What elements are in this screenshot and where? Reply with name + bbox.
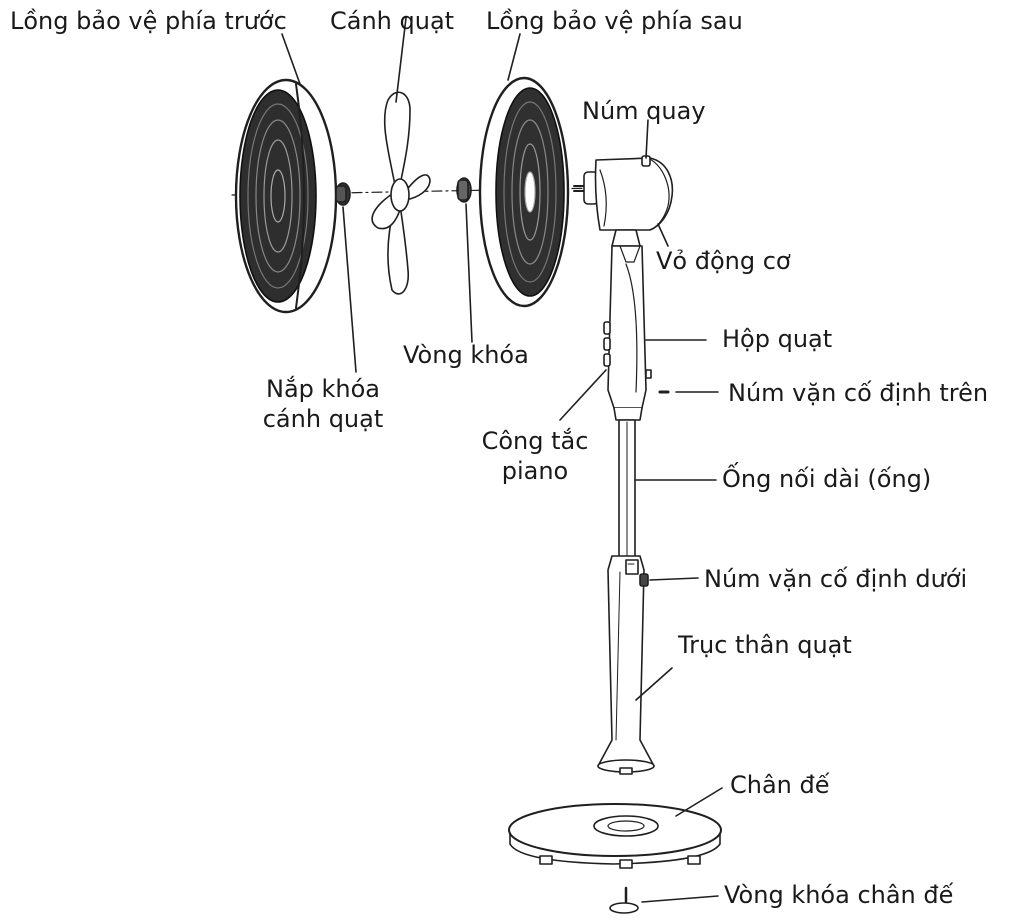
label-extension-tube: Ống nối dài (ống): [722, 465, 932, 493]
label-blade-cap-line2: cánh quạt: [262, 405, 384, 433]
lock-ring-drawing: [457, 178, 471, 202]
blade-cap-drawing: [336, 183, 350, 205]
leader-rear-guard: [508, 34, 520, 80]
label-piano-switch: Công tắc piano: [470, 426, 600, 486]
extension-tube-drawing: [619, 420, 716, 560]
label-upper-screw: Núm vặn cố định trên: [728, 379, 989, 407]
fan-box-drawing: [560, 246, 706, 420]
label-base: Chân đế: [730, 771, 830, 799]
leader-blade-cap: [343, 207, 356, 372]
rear-guard-drawing: [480, 78, 568, 306]
label-lock-ring: Vòng khóa: [403, 341, 529, 369]
label-knob: Núm quay: [582, 97, 706, 125]
base-drawing: [509, 788, 722, 868]
label-rear-guard: Lồng bảo vệ phía sau: [486, 7, 743, 35]
leader-lock-ring: [466, 204, 472, 342]
label-piano-switch-line2: piano: [501, 457, 569, 485]
label-blade-cap: Nắp khóa cánh quạt: [248, 374, 398, 434]
label-blade: Cánh quạt: [330, 7, 455, 35]
fan-blade-drawing: [372, 18, 430, 294]
base-lock-ring-drawing: [610, 888, 718, 913]
leader-front-guard: [282, 34, 300, 84]
label-fan-box: Hộp quạt: [722, 325, 833, 353]
label-motor-housing: Vỏ động cơ: [656, 247, 791, 275]
label-base-lock-ring: Vòng khóa chân đế: [724, 881, 954, 909]
label-piano-switch-line1: Công tắc: [481, 427, 589, 455]
front-guard-drawing: [236, 80, 336, 312]
label-blade-cap-line1: Nắp khóa: [265, 375, 381, 403]
body-shaft-drawing: [598, 556, 698, 774]
label-front-guard: Lồng bảo vệ phía trước: [10, 7, 287, 35]
motor-housing-drawing: [574, 120, 672, 246]
label-body-shaft: Trục thân quạt: [678, 631, 852, 659]
label-lower-screw: Núm vặn cố định dưới: [704, 565, 968, 593]
